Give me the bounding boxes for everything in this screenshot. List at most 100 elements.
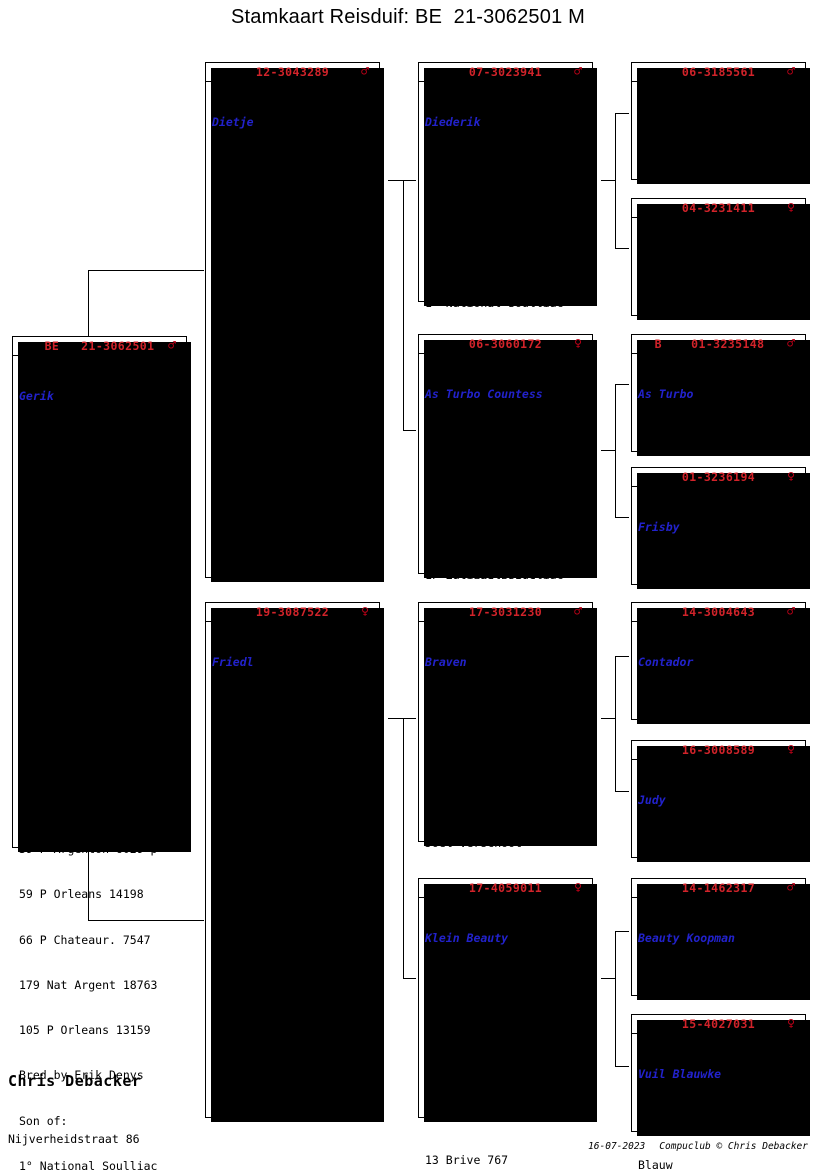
ring-number: 04-3231411 <box>681 201 756 215</box>
card-sire[interactable]: 12-3043289 ♂ Dietje Erik Denys Geschelpt… <box>205 62 384 673</box>
card-body: Klein Beauty Chris Hebberecht Blauw Topk… <box>419 898 592 1114</box>
ring-number: 07-3023941 <box>468 65 543 79</box>
detail-line: 179 Nat Argent 18763 <box>19 977 158 992</box>
detail-line: 5 Nat 4155 <box>19 751 96 766</box>
detail-line: 3 P Bourges 3696 <box>19 615 130 630</box>
connector-sire-stem <box>403 180 404 430</box>
connector-dam-to-gp4 <box>403 978 416 979</box>
card-gp-sire-dam[interactable]: 06-3060172 ♀ As Turbo Countess Lippens N… <box>418 334 597 809</box>
female-icon: ♀ <box>574 880 582 896</box>
detail-line: Geschelpt <box>212 205 275 220</box>
detail-line: Nestsister 521/19 <box>212 791 330 806</box>
detail-line: Blauw <box>425 477 460 492</box>
page-title: Stamkaart Reisduif: BE 21-3062501 M <box>230 6 586 28</box>
card-header: 14-3004643 ♂ <box>632 603 805 622</box>
breeder-address-line: Nijverheidstraat 86 <box>8 1132 140 1146</box>
pigeon-nickname: As Turbo <box>638 387 694 402</box>
male-icon: ♂ <box>787 336 795 352</box>
detail-line: 1° National Soulliac <box>425 568 564 583</box>
card-header: 06-3185561 ♂ <box>632 63 805 82</box>
card-dam[interactable]: 19-3087522 ♀ Friedl Wilfried Vandemaele … <box>205 602 384 1122</box>
detail-line: 1° National Soulliac <box>212 251 351 266</box>
card-ggp-e[interactable]: 14-3004643 ♂ Contador Joel Verschoot Bla… <box>631 602 810 850</box>
detail-line: Father of: <box>425 251 495 266</box>
card-body: Vuil Blauwke Chris Hebberecht Blauw <box>632 1034 805 1172</box>
pigeon-nickname: Vuil Blauwke <box>638 1067 722 1082</box>
ring-number: 15-4027031 <box>681 1017 756 1031</box>
connector-dam-stem <box>403 718 404 978</box>
female-icon: ♀ <box>361 604 369 620</box>
card-ggp-g[interactable]: 14-1462317 ♂ Beauty Koopman Chris Hebber… <box>631 878 810 1126</box>
pigeon-owner: Chris Hebberecht <box>638 976 749 991</box>
pigeon-nickname: Diederik <box>425 115 481 130</box>
pigeon-nickname <box>638 251 799 266</box>
card-ggp-b[interactable]: 04-3231411 ♀ Planckaert Jozef Breedinghe… <box>631 198 810 401</box>
card-body: Frisby Lippens Noel <box>632 487 805 613</box>
detail-line: Bred by Erik Denys <box>19 1068 144 1083</box>
detail-line: 50 Gueret 2201 <box>212 386 309 401</box>
card-gp-dam-sire[interactable]: 17-3031230 ♂ Braven Joel Verschoot Blauw… <box>418 602 597 1167</box>
pigeon-owner: Erik en Dirk Tibergi <box>425 160 564 175</box>
detail-line: 262 La Souter. 11236 <box>212 432 351 447</box>
card-header: BE 21-3062501 ♂ <box>13 337 186 356</box>
detail-line: Best LD pigeon on 4 <box>212 881 344 896</box>
card-ggp-d[interactable]: 01-3236194 ♀ Frisby Lippens Noel <box>631 467 810 589</box>
card-gp-sire-sire[interactable]: 07-3023941 ♂ Diederik Erik en Dirk Tiber… <box>418 62 597 673</box>
card-ggp-c[interactable]: B 01-3235148 ♂ As Turbo Noel Lippens Bla… <box>631 334 810 582</box>
ring-number: 14-1462317 <box>681 881 756 895</box>
pigeon-nickname: As Turbo Countess <box>425 387 543 402</box>
card-ggp-a[interactable]: 06-3185561 ♂ Erik en Dirk Tibergi 2 Bloi… <box>631 62 810 310</box>
detail-line: 59 P Orleans 14198 <box>19 887 144 902</box>
connector-gp1-down <box>615 248 629 249</box>
connector-sire-to-gp2 <box>403 430 416 431</box>
detail-line <box>212 342 373 357</box>
footer-credit: 16-07-2023 Compuclub © Chris Debacker <box>588 1141 808 1152</box>
card-ggp-h[interactable]: 15-4027031 ♀ Vuil Blauwke Chris Hebberec… <box>631 1014 810 1172</box>
connector-dam-to-gp3 <box>388 718 416 719</box>
card-header: 17-4059011 ♀ <box>419 879 592 898</box>
card-header: 07-3023941 ♂ <box>419 63 592 82</box>
pigeon-owner: Verschoot Joel <box>638 838 735 853</box>
connector-gp2-down <box>615 517 629 518</box>
ring-number: 16-3008589 <box>681 743 756 757</box>
card-subject[interactable]: BE 21-3062501 ♂ Gerik Chris Debacker Bla… <box>12 336 191 1172</box>
detail-line: 92 Nat 5342 <box>19 570 103 585</box>
female-icon: ♀ <box>787 1016 795 1032</box>
male-icon: ♂ <box>574 604 582 620</box>
detail-line: 1° National Soulliac <box>425 296 564 311</box>
pigeon-owner: Noel Lippens <box>638 432 722 447</box>
pigeon-owner: Lippens Noel <box>638 565 722 580</box>
pigeon-owner: Erik Denys <box>212 160 282 175</box>
connector-gp3-stem <box>615 656 616 791</box>
card-header: 19-3087522 ♀ <box>206 603 379 622</box>
pigeon-nickname: Gerik <box>19 389 54 404</box>
female-icon: ♀ <box>787 742 795 758</box>
connector-sire-to-gp1 <box>388 180 416 181</box>
software-credit: Compuclub © Chris Debacker <box>659 1141 808 1152</box>
pigeon-nickname: Dietje <box>212 115 254 130</box>
pigeon-nickname: Contador <box>638 655 694 670</box>
pigeon-nickname <box>638 115 799 130</box>
card-ggp-f[interactable]: 16-3008589 ♀ Judy Verschoot Joel Blauw T… <box>631 740 810 988</box>
ring-number: 01-3236194 <box>681 470 756 484</box>
detail-line: Mother of: <box>425 523 495 538</box>
detail-line: Topkweekduivin <box>425 1067 522 1082</box>
detail-line: 26 P Gueret 2226 <box>19 796 130 811</box>
detail-line: 3 P Chahors 944 <box>19 706 123 721</box>
card-header: 12-3043289 ♂ <box>206 63 379 82</box>
pigeon-owner: Lippens Noel <box>425 432 509 447</box>
ring-number: 17-3031230 <box>468 605 543 619</box>
detail-line: 1° National Soulliac <box>19 1158 158 1172</box>
detail-line: Joel Verschoot <box>425 836 522 851</box>
print-date: 16-07-2023 <box>588 1141 646 1152</box>
pigeon-nickname: Friedl <box>212 655 254 670</box>
card-gp-dam-dam[interactable]: 17-4059011 ♀ Klein Beauty Chris Hebberec… <box>418 878 597 1122</box>
card-header: 15-4027031 ♀ <box>632 1015 805 1034</box>
card-header: 16-3008589 ♀ <box>632 741 805 760</box>
card-body: Gerik Chris Debacker Blauw 1 P Aurillac … <box>13 356 186 1172</box>
detail-line: Blauw <box>425 1021 460 1036</box>
card-body: Dietje Erik Denys Geschelpt 1° National … <box>206 82 379 706</box>
connector-gp4-up <box>615 931 629 932</box>
ring-number: 06-3185561 <box>681 65 756 79</box>
